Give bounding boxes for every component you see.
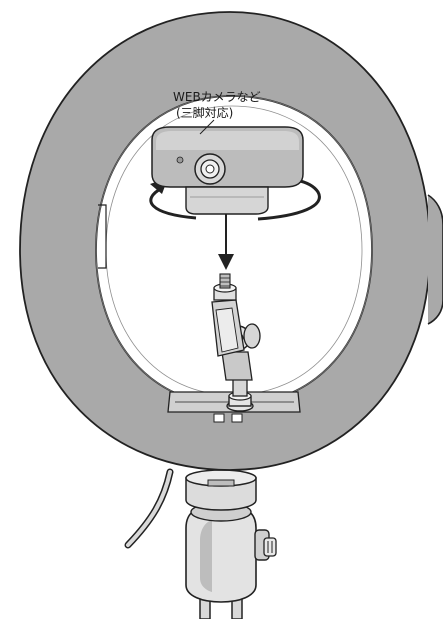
tripod-stand xyxy=(124,468,277,619)
web-camera-clip xyxy=(185,186,269,215)
ball-head-shade xyxy=(200,520,212,592)
camera-arm-mount xyxy=(211,273,261,412)
tripod-lock-knob xyxy=(254,529,277,561)
web-camera xyxy=(151,126,304,215)
callout-line-2: (三脚対応) xyxy=(176,105,233,120)
callout-leader xyxy=(199,119,215,135)
callout-line-1: WEBカメラなど xyxy=(173,90,261,104)
ring-notch-left xyxy=(98,204,107,269)
power-cable xyxy=(124,468,174,549)
tripod-screw xyxy=(219,273,231,289)
ring-side-bracket xyxy=(427,194,443,325)
callout: WEBカメラなど (三脚対応) xyxy=(173,90,261,135)
web-camera-indicator xyxy=(176,156,184,164)
mount-collar xyxy=(185,469,257,511)
